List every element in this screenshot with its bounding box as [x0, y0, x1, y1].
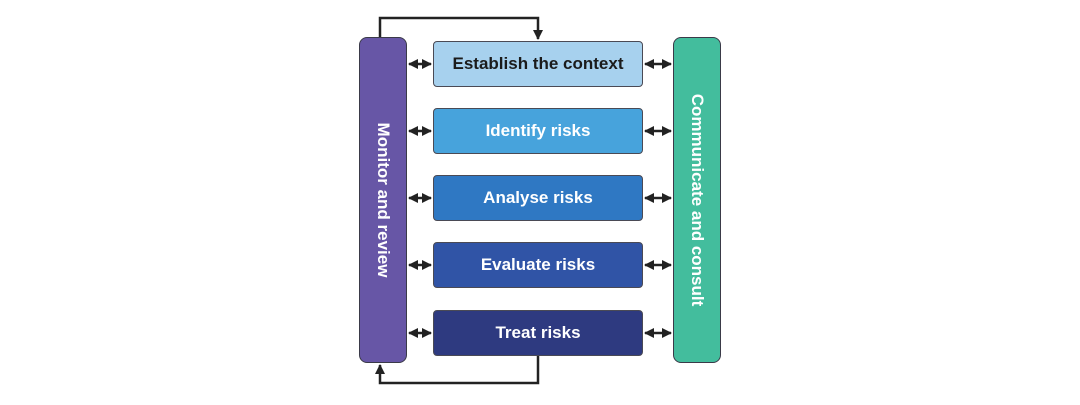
step-analyse-risks-label: Analyse risks: [483, 188, 593, 207]
step-establish-context: Establish the context: [433, 41, 643, 87]
step-analyse-risks: Analyse risks: [433, 175, 643, 221]
monitor-and-review-bar: Monitor and review: [359, 37, 407, 363]
step-identify-risks: Identify risks: [433, 108, 643, 154]
step-evaluate-risks-label: Evaluate risks: [480, 255, 596, 274]
step-establish-context-label: Establish the context: [452, 54, 624, 73]
feedback-loop-top-arrow: [378, 16, 543, 40]
step-identify-risks-label: Identify risks: [485, 121, 591, 140]
feedback-loop-bottom-arrow: [375, 356, 540, 385]
step-treat-risks: Treat risks: [433, 310, 643, 356]
step-evaluate-risks: Evaluate risks: [433, 242, 643, 288]
step-treat-risks-label: Treat risks: [495, 323, 581, 342]
communicate-and-consult-bar: Communicate and consult: [673, 37, 721, 363]
